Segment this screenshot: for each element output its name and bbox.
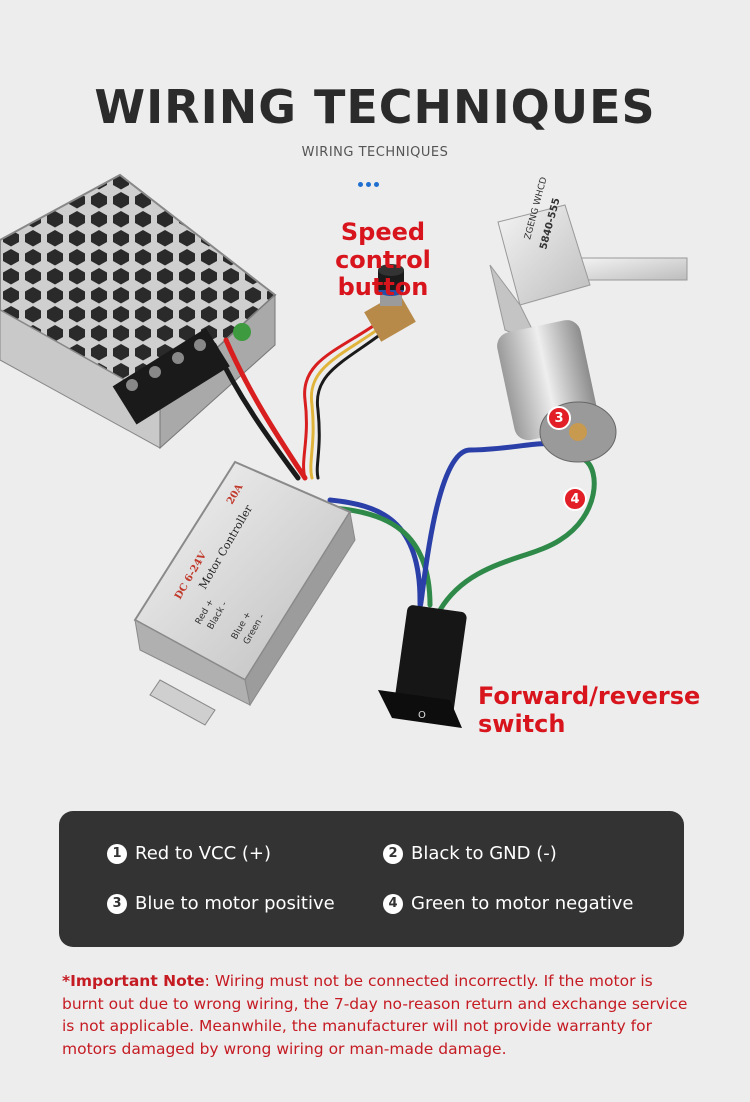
- switch-mark: O: [418, 710, 426, 721]
- page-subtitle: WIRING TECHNIQUES: [301, 145, 449, 160]
- number-badge: 2: [383, 843, 403, 864]
- important-note: *Important Note: Wiring must not be conn…: [62, 970, 692, 1060]
- instruction-text: Blue to motor positive: [135, 893, 335, 914]
- switch-callout: Forward/reverse switch: [478, 682, 701, 738]
- switch-line1: Forward/reverse: [478, 682, 701, 710]
- speed-control-callout: Speed control button: [298, 218, 468, 302]
- number-badge: 4: [383, 893, 403, 914]
- speed-control-line1: Speed control: [335, 218, 431, 274]
- gear-motor: ZGENG WHCD 5840-555: [489, 176, 688, 463]
- wiring-photo: ZGENG WHCD 5840-555 Motor Controller DC …: [0, 173, 688, 728]
- instruction-text: Black to GND (-): [411, 843, 557, 864]
- instruction-text: Red to VCC (+): [135, 843, 272, 864]
- decorative-dots: [358, 182, 379, 187]
- switch-line2: switch: [478, 709, 566, 738]
- instruction-item: 1 Red to VCC (+): [107, 843, 271, 864]
- speed-knob: [364, 264, 416, 342]
- note-label: *Important Note: [62, 972, 205, 990]
- note-text: : Wiring must not be connected incorrect…: [62, 972, 688, 1058]
- marker-3: 3: [547, 406, 571, 430]
- number-badge: 1: [107, 843, 127, 864]
- instruction-item: 2 Black to GND (-): [383, 843, 557, 864]
- instruction-item: 3 Blue to motor positive: [107, 893, 335, 914]
- instructions-panel: 1 Red to VCC (+) 2 Black to GND (-) 3 Bl…: [59, 811, 684, 947]
- marker-4: 4: [563, 487, 587, 511]
- instruction-item: 4 Green to motor negative: [383, 893, 634, 914]
- speed-control-line2: button: [337, 273, 429, 302]
- wires: [211, 318, 597, 613]
- power-supply: [0, 173, 277, 450]
- rocker-switch: O: [378, 605, 467, 728]
- motor-controller: Motor Controller DC 6-24V 20A Red + Blac…: [133, 460, 356, 726]
- instruction-text: Green to motor negative: [411, 893, 634, 914]
- page-title: WIRING TECHNIQUES: [94, 80, 656, 134]
- number-badge: 3: [107, 893, 127, 914]
